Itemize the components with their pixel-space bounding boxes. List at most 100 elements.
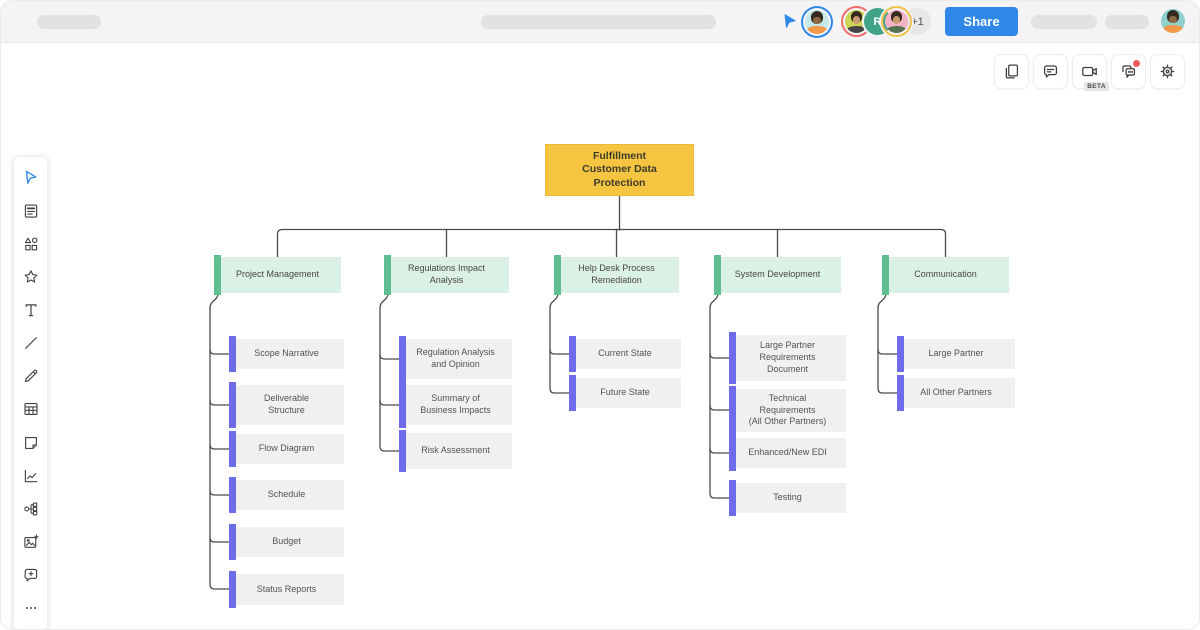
more-tools-button[interactable]: [21, 598, 41, 618]
branch-accent-bar: [882, 255, 889, 295]
more-collaborators-badge[interactable]: +1: [904, 8, 931, 35]
avatar-photo: [845, 10, 868, 33]
leaf-node[interactable]: All Other Partners: [897, 375, 1015, 411]
add-image-icon: [23, 534, 39, 548]
root-node[interactable]: Fulfillment Customer Data Protection: [545, 144, 694, 196]
leaf-accent-bar: [229, 524, 236, 560]
collaborator-cursor-icon[interactable]: [782, 13, 798, 29]
leaf-node[interactable]: Enhanced/New EDI: [729, 435, 846, 471]
sticky-note-icon: [24, 436, 37, 449]
favorites-tool-button[interactable]: [21, 267, 41, 287]
shape-toolbar: [13, 156, 48, 629]
leaf-node[interactable]: Current State: [569, 336, 681, 372]
branch-node[interactable]: Project Management: [214, 255, 341, 295]
add-comment-icon: [23, 568, 37, 582]
line-tool-button[interactable]: [21, 333, 41, 353]
branch-accent-bar: [554, 255, 561, 295]
branch-accent-bar: [384, 255, 391, 295]
leaf-node[interactable]: Large Partner: [897, 336, 1015, 372]
leaf-node[interactable]: Scope Narrative: [229, 336, 344, 372]
user-avatar[interactable]: [1159, 7, 1187, 35]
leaf-node[interactable]: Technical Requirements (All Other Partne…: [729, 386, 846, 435]
leaf-node[interactable]: Testing: [729, 480, 846, 516]
leaf-accent-bar: [729, 332, 736, 384]
avatar[interactable]: [803, 8, 831, 36]
leaf-label: Large Partner Requirements Document: [759, 340, 816, 374]
table-tool-button[interactable]: [21, 399, 41, 419]
leaf-node[interactable]: Status Reports: [229, 571, 344, 608]
leaf-accent-bar: [729, 435, 736, 471]
share-button[interactable]: Share: [945, 7, 1018, 36]
pages-button[interactable]: [994, 54, 1029, 89]
leaf-accent-bar: [569, 336, 576, 372]
branch-accent-bar: [214, 255, 221, 295]
shapes-icon: [24, 237, 37, 251]
sticky-note-tool-button[interactable]: [21, 433, 41, 453]
chat-icon: [1122, 65, 1136, 78]
avatar-photo: [805, 10, 829, 34]
leaf-node[interactable]: Summary of Business Impacts: [399, 382, 512, 428]
pencil-tool-button[interactable]: [21, 366, 41, 386]
line-icon: [24, 337, 37, 350]
branch-label: Communication: [914, 269, 977, 280]
text-tool-button[interactable]: [21, 300, 41, 320]
branch-node[interactable]: Regulations Impact Analysis: [384, 255, 509, 295]
leaf-node[interactable]: Future State: [569, 375, 681, 411]
leaf-label: Scope Narrative: [254, 348, 319, 359]
add-comment-tool-button[interactable]: [21, 565, 41, 585]
menu-placeholder: [481, 15, 716, 29]
comments-button[interactable]: [1033, 54, 1068, 89]
leaf-accent-bar: [897, 375, 904, 411]
branch-node[interactable]: System Development: [714, 255, 841, 295]
leaf-accent-bar: [897, 336, 904, 372]
hierarchy-icon: [23, 502, 37, 515]
leaf-accent-bar: [229, 431, 236, 467]
leaf-node[interactable]: Risk Assessment: [399, 430, 512, 472]
leaf-accent-bar: [399, 430, 406, 472]
avatar[interactable]: [843, 8, 870, 35]
avatar-photo: [1161, 9, 1185, 33]
settings-button[interactable]: [1150, 54, 1185, 89]
leaf-label: Technical Requirements (All Other Partne…: [748, 392, 827, 427]
leaf-label: All Other Partners: [920, 387, 992, 398]
shapes-tool-button[interactable]: [21, 234, 41, 254]
chat-button[interactable]: [1111, 54, 1146, 89]
document-title-placeholder[interactable]: [37, 15, 101, 29]
leaf-accent-bar: [399, 382, 406, 428]
leaf-label: Budget: [272, 536, 301, 547]
comment-icon: [1043, 65, 1058, 78]
more-dots-icon: [25, 606, 36, 609]
leaf-label: Status Reports: [256, 583, 317, 594]
leaf-node[interactable]: Budget: [229, 524, 344, 560]
branch-node[interactable]: Communication: [882, 255, 1009, 295]
notes-tool-button[interactable]: [21, 201, 41, 221]
leaf-accent-bar: [569, 375, 576, 411]
chart-tool-button[interactable]: [21, 466, 41, 486]
leaf-label: Future State: [600, 387, 650, 398]
leaf-label: Regulation Analysis and Opinion: [416, 347, 495, 369]
header-control-placeholder: [1105, 15, 1149, 29]
video-call-button[interactable]: BETA: [1072, 54, 1109, 91]
select-tool-button[interactable]: [21, 168, 41, 188]
branch-node[interactable]: Help Desk Process Remediation: [554, 255, 679, 295]
leaf-node[interactable]: Regulation Analysis and Opinion: [399, 336, 512, 382]
avatar[interactable]: [883, 8, 910, 35]
pages-icon: [1005, 64, 1019, 79]
insert-image-tool-button[interactable]: [21, 532, 41, 552]
gear-icon: [1160, 64, 1175, 79]
leaf-accent-bar: [229, 571, 236, 608]
leaf-node[interactable]: Schedule: [229, 477, 344, 513]
leaf-node[interactable]: Flow Diagram: [229, 431, 344, 467]
leaf-node[interactable]: Deliverable Structure: [229, 382, 344, 428]
leaf-label: Deliverable Structure: [263, 393, 310, 415]
beta-badge: BETA: [1084, 82, 1109, 91]
branch-label: Project Management: [235, 269, 320, 280]
leaf-accent-bar: [729, 480, 736, 516]
leaf-node[interactable]: Large Partner Requirements Document: [729, 332, 846, 384]
branch-label: Help Desk Process Remediation: [578, 263, 655, 285]
leaf-accent-bar: [229, 336, 236, 372]
org-chart-tool-button[interactable]: [21, 499, 41, 519]
